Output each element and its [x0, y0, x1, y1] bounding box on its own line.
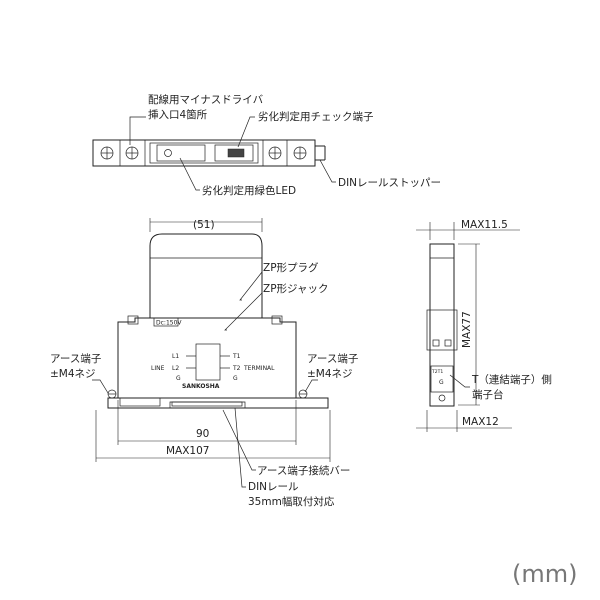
front-dimensions	[95, 218, 331, 462]
screw-icon	[100, 146, 114, 160]
mark-l1: L1	[172, 353, 179, 360]
screw-icon	[293, 146, 307, 160]
side-dimensions	[416, 222, 520, 432]
t-side-label-1: T（連結端子）側	[471, 373, 552, 386]
dim-max11-5: MAX11.5	[461, 219, 508, 231]
dim-max77: MAX77	[461, 311, 473, 348]
unit-label: (mm)	[512, 560, 577, 588]
green-led-label: 劣化判定用緑色LED	[202, 184, 296, 197]
dim-max107: MAX107	[166, 445, 209, 457]
earth-left-label-2: ±M4ネジ	[50, 368, 96, 380]
minus-driver-label-2: 挿入口4箇所	[148, 108, 208, 121]
earth-left-label-1: アース端子	[50, 352, 101, 365]
zp-plug-label: ZP形プラグ	[263, 261, 319, 274]
side-screw-icon	[438, 394, 446, 402]
din-rail-label-2: 35mm幅取付対応	[248, 495, 335, 508]
dim-51: (51)	[193, 219, 215, 231]
screw-icon	[268, 146, 282, 160]
mark-g-right: G	[233, 375, 238, 382]
brand-logo: SANKOSHA	[182, 383, 220, 390]
top-view	[92, 116, 336, 191]
side-g-mark: G	[439, 379, 444, 386]
earth-right-label-1: アース端子	[307, 352, 358, 365]
rating-text: Dc:150V	[156, 320, 182, 327]
earth-right-label-2: ±M4ネジ	[307, 368, 353, 380]
mark-line: LINE	[151, 365, 165, 372]
side-view	[426, 243, 470, 407]
minus-driver-label-1: 配線用マイナスドライバ	[148, 93, 264, 106]
dim-90: 90	[196, 428, 209, 440]
check-terminal-label: 劣化判定用チェック端子	[258, 110, 374, 123]
mark-t1: T1	[232, 353, 241, 360]
t-side-label-2: 端子台	[472, 388, 504, 401]
earth-screw-icon	[107, 389, 117, 399]
dim-max12: MAX12	[462, 416, 499, 428]
mark-terminal: TERMINAL	[243, 365, 275, 372]
check-terminal-icon	[227, 148, 245, 158]
led-icon	[164, 149, 172, 157]
zp-jack-label: ZP形ジャック	[263, 283, 329, 295]
earth-bar-label: アース端子接続バー	[257, 464, 350, 477]
front-view: Dc:150V L1 L2 G LINE T1 T2 G TERMINAL SA…	[92, 233, 329, 488]
mark-l2: L2	[172, 365, 179, 372]
screw-icon	[125, 146, 139, 160]
side-t2t1-mark: T2T1	[431, 369, 443, 375]
din-stopper-label: DINレールストッパー	[338, 177, 441, 189]
mark-t2: T2	[232, 365, 241, 372]
din-rail-label-1: DINレール	[248, 481, 299, 493]
mark-g-left: G	[176, 375, 181, 382]
